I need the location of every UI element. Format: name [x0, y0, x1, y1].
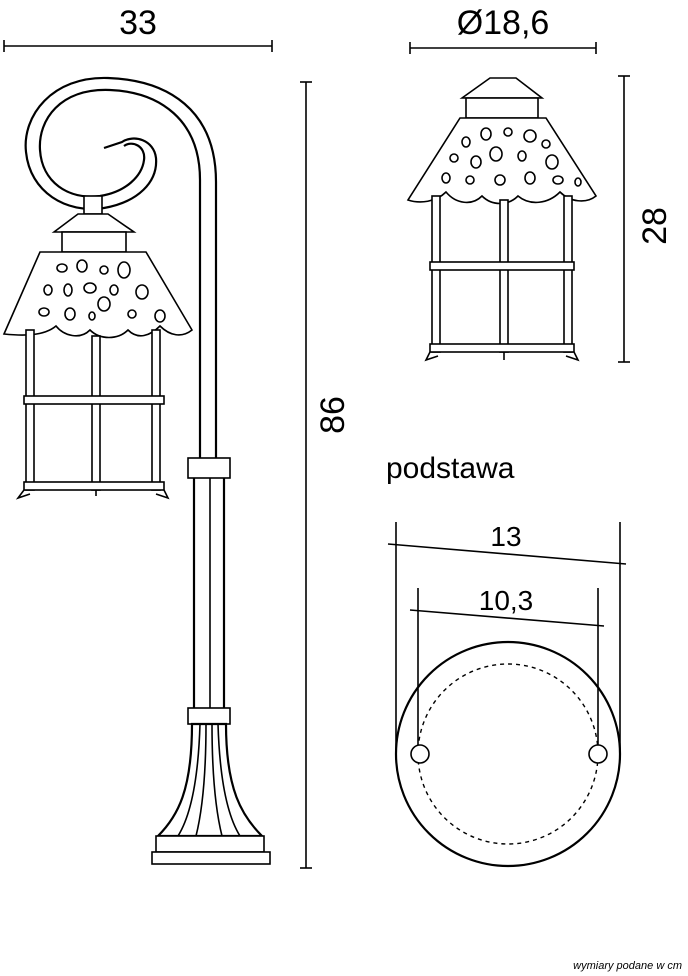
base-mount-dimension-line — [409, 609, 605, 627]
lamp-full-view: 33 86 — [2, 4, 352, 869]
detail-lantern-cage — [424, 195, 580, 362]
lamp-lantern — [2, 195, 194, 500]
base-mount-circle — [417, 663, 599, 845]
units-note: wymiary podane w cm — [573, 960, 682, 972]
detail-roof-holes — [441, 127, 582, 187]
diameter-value: Ø18,6 — [457, 4, 550, 42]
mount-hole-right — [588, 744, 608, 764]
lamp-post — [151, 457, 271, 865]
base-title: podstawa — [386, 452, 515, 485]
width-value: 33 — [119, 4, 157, 42]
lamp-arm — [24, 76, 218, 458]
base-mount-value: 10,3 — [479, 585, 534, 616]
base-outer-dimension-line — [387, 543, 627, 565]
lantern-height-value: 28 — [636, 207, 674, 245]
base-outer-circle — [394, 640, 622, 868]
roof-holes — [38, 259, 166, 323]
mount-hole-left — [410, 744, 430, 764]
base-view: podstawa 13 10,3 — [386, 452, 627, 868]
lantern-cage — [15, 329, 170, 500]
base-outer-value: 13 — [490, 521, 521, 552]
height-value: 86 — [314, 396, 352, 434]
lantern-detail-view: Ø18,6 28 — [406, 4, 674, 363]
